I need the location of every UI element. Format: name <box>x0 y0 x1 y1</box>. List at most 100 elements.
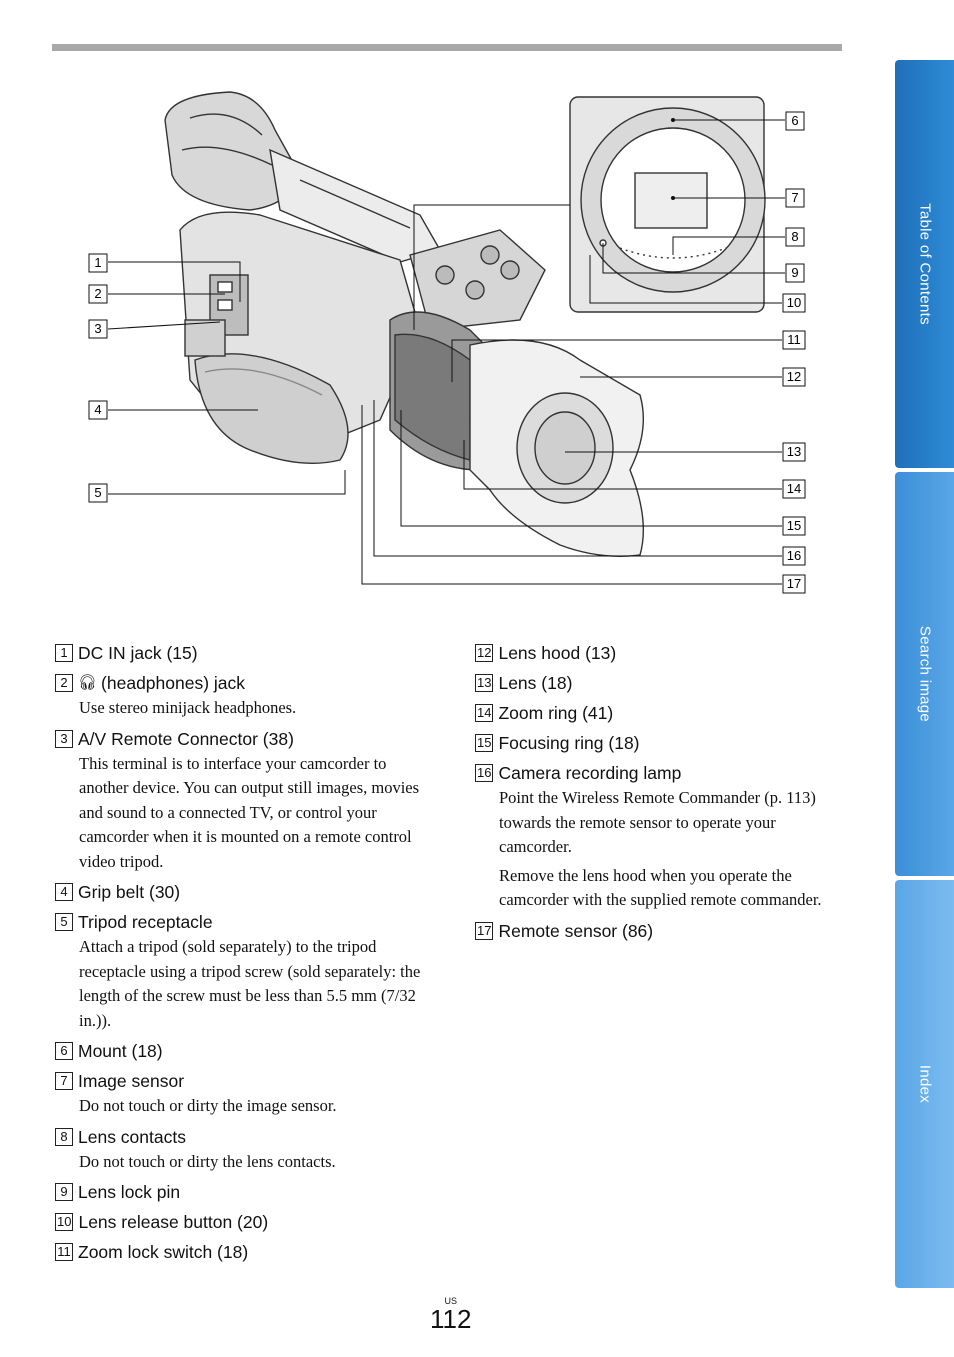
item-description: Do not touch or dirty the image sensor. <box>79 1096 337 1115</box>
list-item: 2 🎧︎(headphones) jack Use stereo minijack… <box>55 671 435 721</box>
callout-15: 15 <box>400 410 806 536</box>
item-number: 8 <box>55 1127 73 1146</box>
list-item: 7 Image sensor Do not touch or dirty the … <box>55 1069 435 1119</box>
svg-text:16: 16 <box>787 548 801 563</box>
item-title: Grip belt (30) <box>78 882 181 902</box>
svg-text:14: 14 <box>787 481 801 496</box>
item-title: Mount (18) <box>78 1041 163 1061</box>
item-title: Remote sensor (86) <box>498 920 654 941</box>
item-title: Camera recording lamp <box>498 763 682 783</box>
item-number: 12 <box>475 644 494 662</box>
list-item: 11 Zoom lock switch (18) <box>55 1240 435 1264</box>
item-title: Lens contacts <box>78 1126 186 1147</box>
item-description: Do not touch or dirty the lens contacts. <box>79 1151 336 1171</box>
item-title: A/V Remote Connector (38) <box>78 728 294 749</box>
callout-9: 9 <box>602 243 805 283</box>
item-title: Lens release button (20) <box>78 1212 269 1232</box>
list-item: 6 Mount (18) <box>55 1039 435 1063</box>
callout-16: 16 <box>373 400 806 566</box>
callout-7: 7 <box>671 188 805 208</box>
item-number: 1 <box>55 644 73 662</box>
tab-label: Table of Contents <box>916 203 933 325</box>
callout-8: 8 <box>672 227 805 255</box>
item-number: 16 <box>475 764 494 782</box>
item-number: 7 <box>55 1072 73 1090</box>
callout-5: 5 <box>88 470 346 503</box>
page-number: US 112 <box>430 1296 471 1332</box>
callout-6: 6 <box>671 111 805 131</box>
camcorder-illustration <box>164 91 766 557</box>
tab-search-image[interactable]: Search image <box>895 472 954 876</box>
page-number-value: 112 <box>430 1304 472 1334</box>
svg-text:3: 3 <box>94 321 101 336</box>
locale-code: US <box>444 1296 457 1306</box>
item-number: 10 <box>55 1213 74 1231</box>
parts-list-left: 1 DC IN jack (15) 2 🎧︎(headphones) jack Us… <box>55 641 435 1270</box>
item-title: Zoom lock switch (18) <box>78 1242 249 1262</box>
item-number: 15 <box>475 734 494 752</box>
svg-text:10: 10 <box>787 295 801 310</box>
item-description: This terminal is to interface your camco… <box>79 753 420 871</box>
item-title: Image sensor <box>78 1071 185 1091</box>
svg-text:13: 13 <box>787 444 801 459</box>
item-number: 9 <box>55 1183 73 1201</box>
tab-table-of-contents[interactable]: Table of Contents <box>895 60 954 468</box>
callout-11: 11 <box>451 330 806 382</box>
svg-text:7: 7 <box>791 190 798 205</box>
svg-text:8: 8 <box>791 229 798 244</box>
svg-text:15: 15 <box>787 518 801 533</box>
callout-4: 4 <box>88 400 258 420</box>
callouts: 1 2 3 4 5 6 7 8 9 10 11 12 13 14 15 16 1… <box>88 111 806 594</box>
item-number: 4 <box>55 883 73 901</box>
item-title: (headphones) jack <box>101 673 246 693</box>
header-rule <box>52 44 842 51</box>
callout-10: 10 <box>589 255 806 313</box>
list-item: 1 DC IN jack (15) <box>55 641 435 665</box>
item-title: Zoom ring (41) <box>498 703 614 723</box>
item-number: 5 <box>55 913 73 931</box>
item-number: 17 <box>475 921 494 940</box>
svg-text:11: 11 <box>787 332 801 347</box>
callout-13: 13 <box>565 442 806 462</box>
item-title: Lens hood (13) <box>498 643 617 663</box>
svg-text:5: 5 <box>94 485 101 500</box>
item-title: DC IN jack (15) <box>78 643 198 663</box>
svg-text:2: 2 <box>94 286 101 301</box>
callout-17: 17 <box>361 405 806 594</box>
callout-2: 2 <box>88 284 225 304</box>
callout-14: 14 <box>463 440 806 499</box>
camcorder-diagram: 1 2 3 4 5 6 7 8 9 10 11 12 13 14 15 16 1… <box>88 91 806 594</box>
item-description: Use stereo minijack headphones. <box>79 698 297 717</box>
item-number: 3 <box>55 729 73 748</box>
callout-12: 12 <box>580 367 806 387</box>
item-title: Tripod receptacle <box>78 912 213 932</box>
item-number: 2 <box>55 674 73 692</box>
tab-index[interactable]: Index <box>895 880 954 1288</box>
callout-1: 1 <box>88 253 241 302</box>
list-item: 3 A/V Remote Connector (38) This terminal… <box>55 727 435 875</box>
svg-text:12: 12 <box>787 369 801 384</box>
svg-text:9: 9 <box>791 265 798 280</box>
item-number: 6 <box>55 1042 73 1060</box>
item-number: 11 <box>55 1243 73 1261</box>
list-item: 4 Grip belt (30) <box>55 880 435 904</box>
headphones-icon: 🎧︎ <box>78 674 98 691</box>
item-title: Lens (18) <box>498 673 573 693</box>
tab-label: Search image <box>916 625 933 723</box>
item-title: Focusing ring (18) <box>498 733 640 753</box>
callout-3: 3 <box>88 319 221 339</box>
item-description: Remove the lens hood when you operate th… <box>499 865 822 910</box>
list-item: 9 Lens lock pin <box>55 1180 435 1204</box>
list-item: 8 Lens contacts Do not touch or dirty the… <box>55 1125 435 1175</box>
svg-text:1: 1 <box>94 255 101 270</box>
svg-text:17: 17 <box>787 576 801 591</box>
item-title: Lens lock pin <box>78 1182 181 1202</box>
